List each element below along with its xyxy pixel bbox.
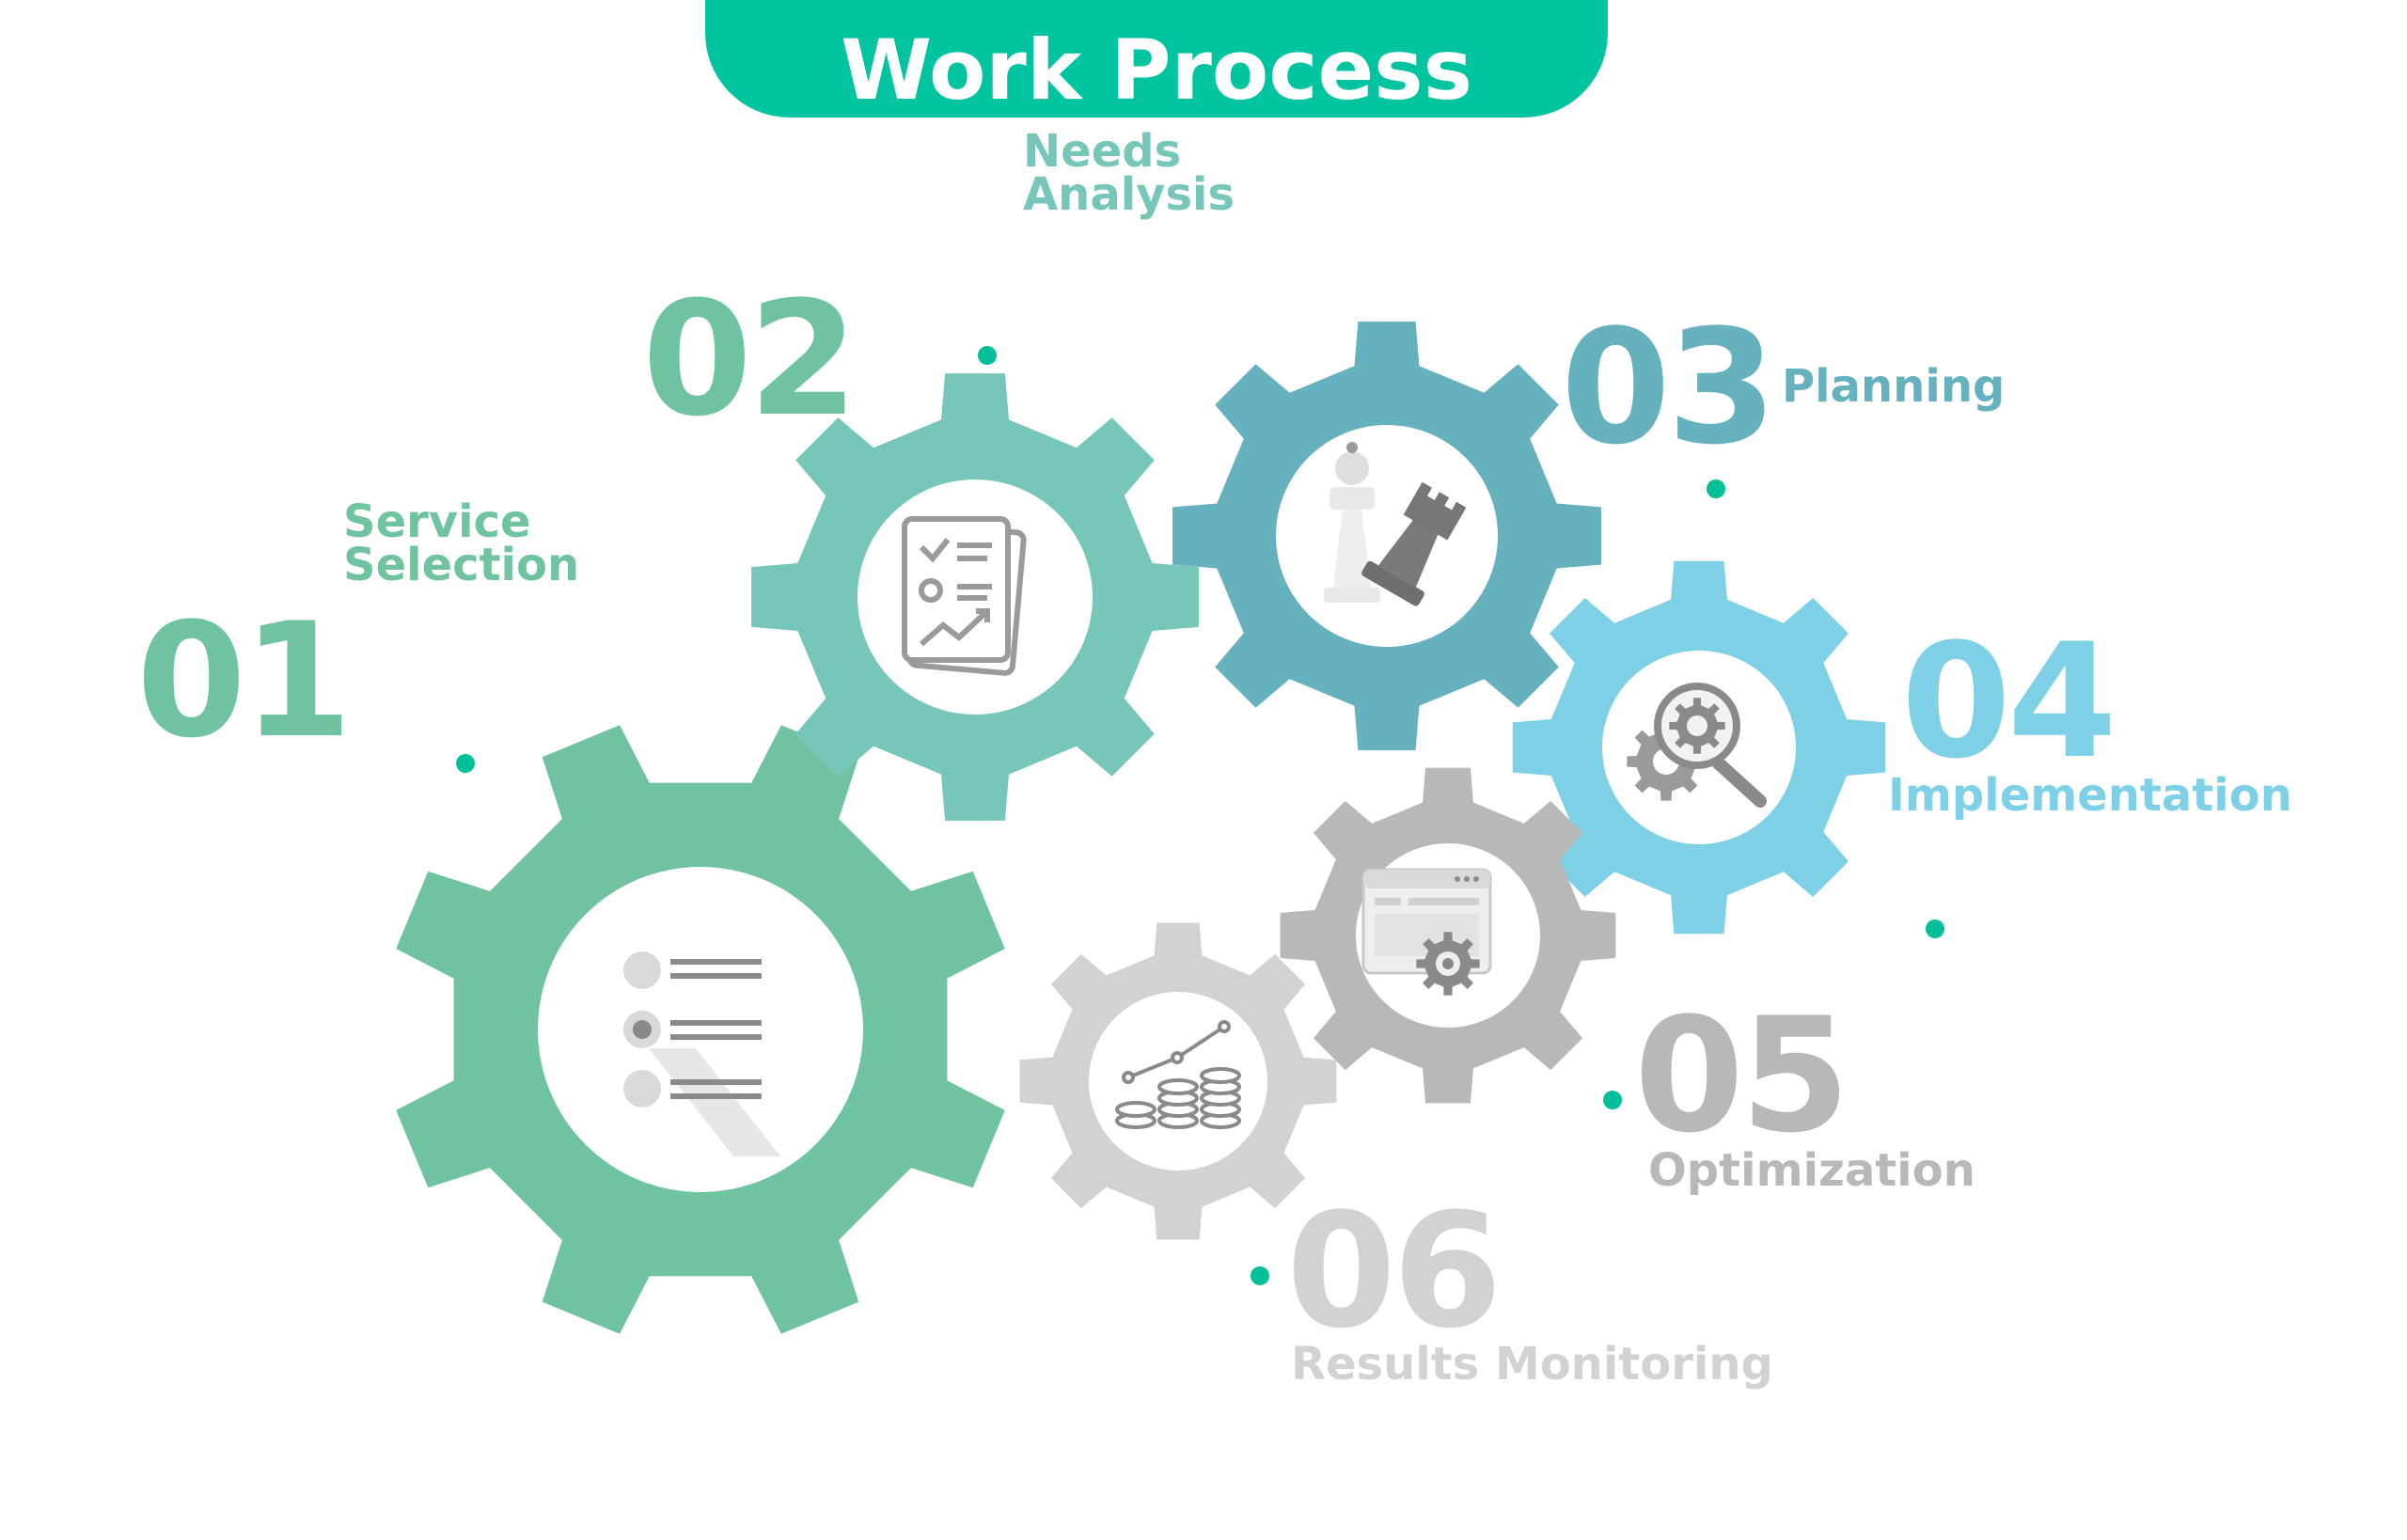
gear-step-05 [1280, 767, 1616, 1104]
gear-magnifier-icon [1627, 683, 1767, 808]
step-01-label-line-2: Selection [343, 539, 580, 591]
step-01-label-line-1: Service [343, 495, 531, 548]
title-banner [705, 0, 1608, 118]
gear-step-03 [1172, 322, 1601, 750]
step-04-label: Implementation [1888, 769, 2292, 822]
step-06-number: 06 [1286, 1179, 1502, 1363]
step-03-number: 03 [1561, 295, 1777, 479]
report-analysis-icon [902, 516, 1027, 676]
step-06-label: Results Monitoring [1291, 1338, 1773, 1391]
checklist-icon [623, 951, 780, 1156]
step-02-label-line-1: Needs [1023, 125, 1182, 178]
growth-coins-icon [1115, 1020, 1241, 1129]
decor-dot [1707, 479, 1725, 498]
step-02-label-line-2: Analysis [1023, 168, 1235, 221]
decor-dot [978, 346, 997, 365]
gear-step-06 [1019, 922, 1337, 1240]
step-03-label: Planning [1782, 360, 2006, 413]
step-05-number: 05 [1634, 983, 1850, 1168]
step-01-number: 01 [136, 589, 353, 773]
decor-dot [1251, 1266, 1269, 1285]
step-04-number: 04 [1901, 609, 2117, 794]
step-02-number: 02 [642, 267, 858, 451]
chess-strategy-icon [1324, 442, 1467, 606]
gear-step-04 [1512, 560, 1886, 935]
gear-step-02 [751, 373, 1199, 821]
step-01-label: Service Selection [343, 495, 580, 591]
step-05-label: Optimization [1648, 1144, 1975, 1197]
gear-step-01 [396, 725, 1005, 1334]
step-02-label: Needs Analysis [1023, 125, 1235, 221]
page-title: Work Process [841, 22, 1472, 118]
decor-dot [1926, 919, 1944, 938]
browser-settings-icon [1361, 868, 1492, 996]
decor-dot [1603, 1091, 1622, 1109]
decor-dot [456, 754, 475, 773]
